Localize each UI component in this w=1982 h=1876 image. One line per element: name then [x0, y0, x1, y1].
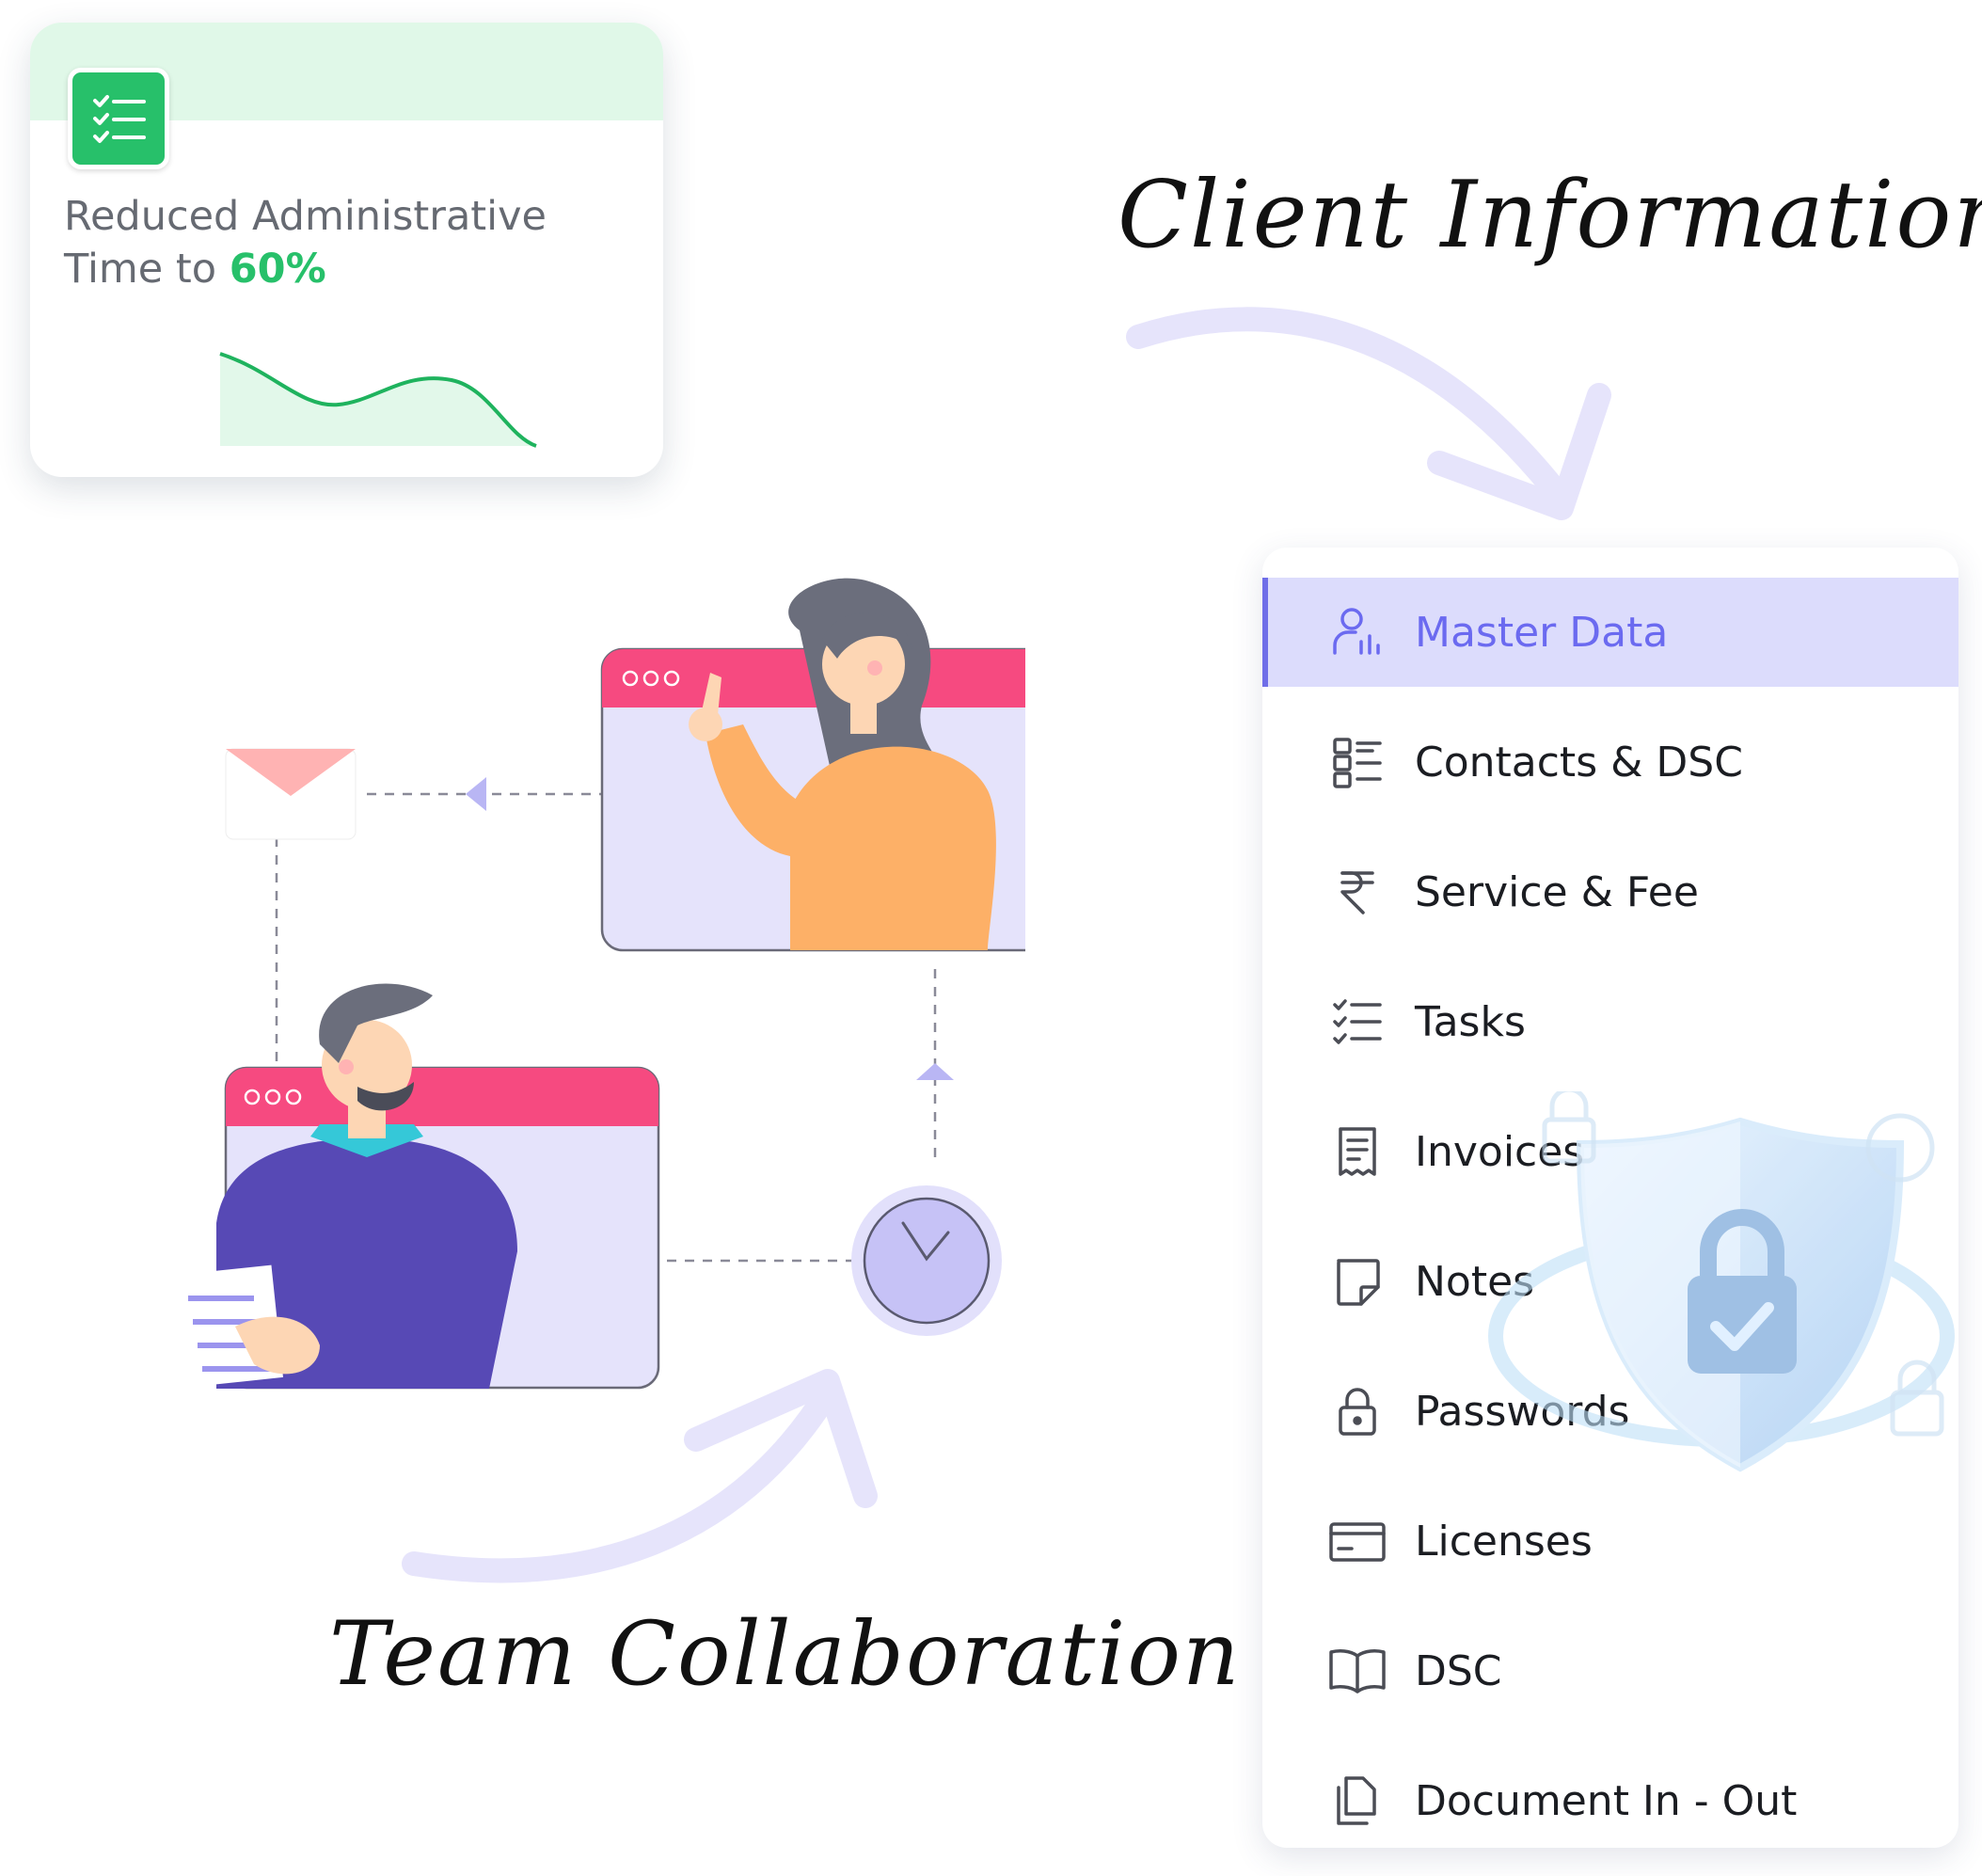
- menu-item-dsc[interactable]: DSC: [1262, 1616, 1958, 1725]
- card-icon: [1328, 1512, 1387, 1570]
- task-checklist-icon: [1328, 993, 1387, 1051]
- rupee-icon: [1328, 863, 1387, 921]
- documents-icon: [1328, 1772, 1387, 1830]
- menu-item-label: Invoices: [1415, 1127, 1585, 1176]
- checklist-icon: [68, 68, 169, 169]
- woman-window: [600, 578, 1025, 952]
- contacts-list-icon: [1328, 733, 1387, 791]
- receipt-icon: [1328, 1122, 1387, 1181]
- trend-sparkline: [219, 352, 537, 448]
- menu-item-label: Document In - Out: [1415, 1776, 1798, 1825]
- stat-percent: 60%: [229, 246, 326, 293]
- curved-arrow-up-icon: [402, 1369, 878, 1583]
- stat-card: Reduced Administrative Time to 60%: [30, 23, 663, 477]
- team-collaboration-label: Team Collaboration: [329, 1603, 1242, 1706]
- curved-arrow-down-icon: [1126, 307, 1611, 520]
- team-collaboration-illustration: [179, 578, 1025, 1390]
- menu-item-label: Master Data: [1415, 608, 1669, 657]
- menu-item-label: Contacts & DSC: [1415, 738, 1743, 787]
- client-information-label: Client Information: [1118, 162, 1982, 269]
- stat-headline: Reduced Administrative Time to 60%: [64, 190, 647, 295]
- clock-icon: [851, 1185, 1002, 1336]
- stat-line-2-prefix: Time to: [64, 246, 217, 293]
- menu-item-tasks[interactable]: Tasks: [1262, 967, 1958, 1076]
- menu-item-licenses[interactable]: Licenses: [1262, 1486, 1958, 1596]
- menu-item-document-in-out[interactable]: Document In - Out: [1262, 1746, 1958, 1848]
- security-shield-icon: [1488, 1091, 1955, 1472]
- menu-item-label: Tasks: [1415, 997, 1526, 1046]
- stat-line-1: Reduced Administrative: [64, 193, 547, 240]
- menu-item-label: DSC: [1415, 1646, 1502, 1695]
- envelope-icon: [225, 748, 357, 840]
- user-chart-icon: [1328, 603, 1387, 661]
- menu-item-master-data[interactable]: Master Data: [1262, 578, 1958, 687]
- man-window: [179, 983, 660, 1390]
- note-icon: [1328, 1252, 1387, 1311]
- lock-icon: [1328, 1382, 1387, 1440]
- menu-item-invoices[interactable]: Invoices: [1262, 1097, 1958, 1206]
- menu-item-service-fee[interactable]: Service & Fee: [1262, 837, 1958, 946]
- menu-item-contacts-dsc[interactable]: Contacts & DSC: [1262, 707, 1958, 817]
- menu-item-label: Licenses: [1415, 1517, 1593, 1566]
- book-icon: [1328, 1642, 1387, 1700]
- menu-item-label: Service & Fee: [1415, 867, 1699, 916]
